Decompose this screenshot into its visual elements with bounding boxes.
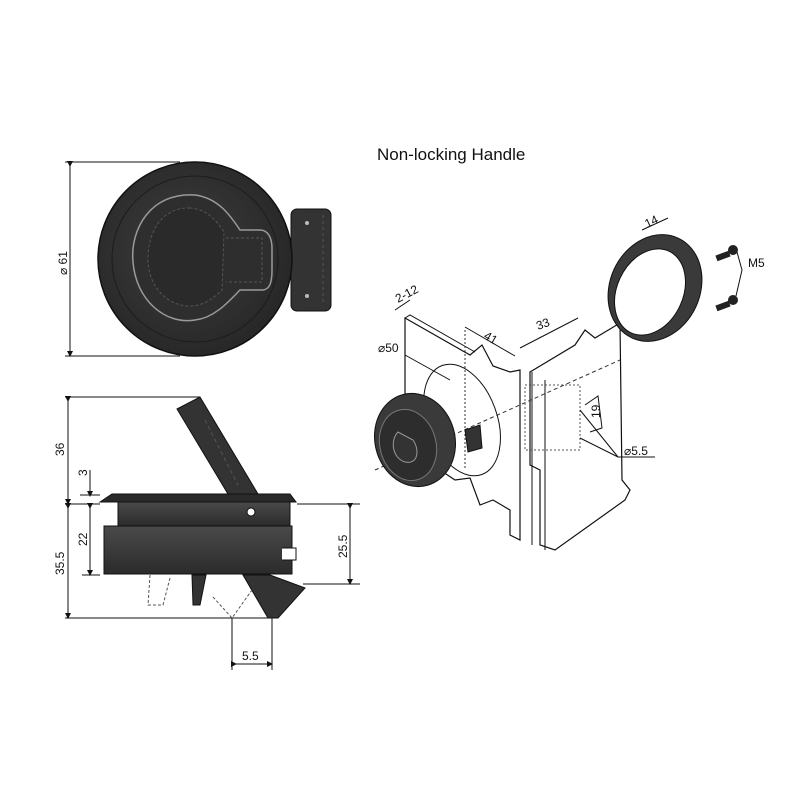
exploded-ring bbox=[607, 234, 703, 342]
dim-25-5: 25.5 bbox=[336, 534, 350, 558]
handle-disc bbox=[97, 161, 293, 357]
exploded-handle bbox=[373, 392, 483, 488]
dim-phi-50: ⌀50 bbox=[378, 341, 399, 355]
dim-36: 36 bbox=[53, 442, 67, 456]
dim-m5: M5 bbox=[748, 256, 765, 270]
dim-22: 22 bbox=[76, 532, 90, 546]
dim-41: 41 bbox=[482, 328, 501, 347]
front-view: ⌀ 61 bbox=[56, 161, 332, 357]
side-view: 36 3 22 35.5 25.5 5.5 bbox=[53, 396, 360, 670]
dim-33: 33 bbox=[534, 315, 552, 333]
diagram-title: Non-locking Handle bbox=[377, 145, 526, 164]
dim-phi-5-5: ⌀5.5 bbox=[624, 444, 648, 458]
dim-35-5: 35.5 bbox=[53, 551, 67, 575]
screws bbox=[715, 245, 743, 312]
dim-14: 14 bbox=[642, 212, 660, 230]
dim-3: 3 bbox=[76, 469, 90, 476]
dim-5-5: 5.5 bbox=[242, 649, 259, 663]
mounting-tab bbox=[290, 208, 332, 312]
front-diameter-label: ⌀ 61 bbox=[56, 251, 70, 275]
exploded-view: 2-12 ⌀50 41 33 14 M5 19 ⌀5.5 bbox=[373, 212, 765, 551]
dim-19: 19 bbox=[589, 404, 603, 418]
